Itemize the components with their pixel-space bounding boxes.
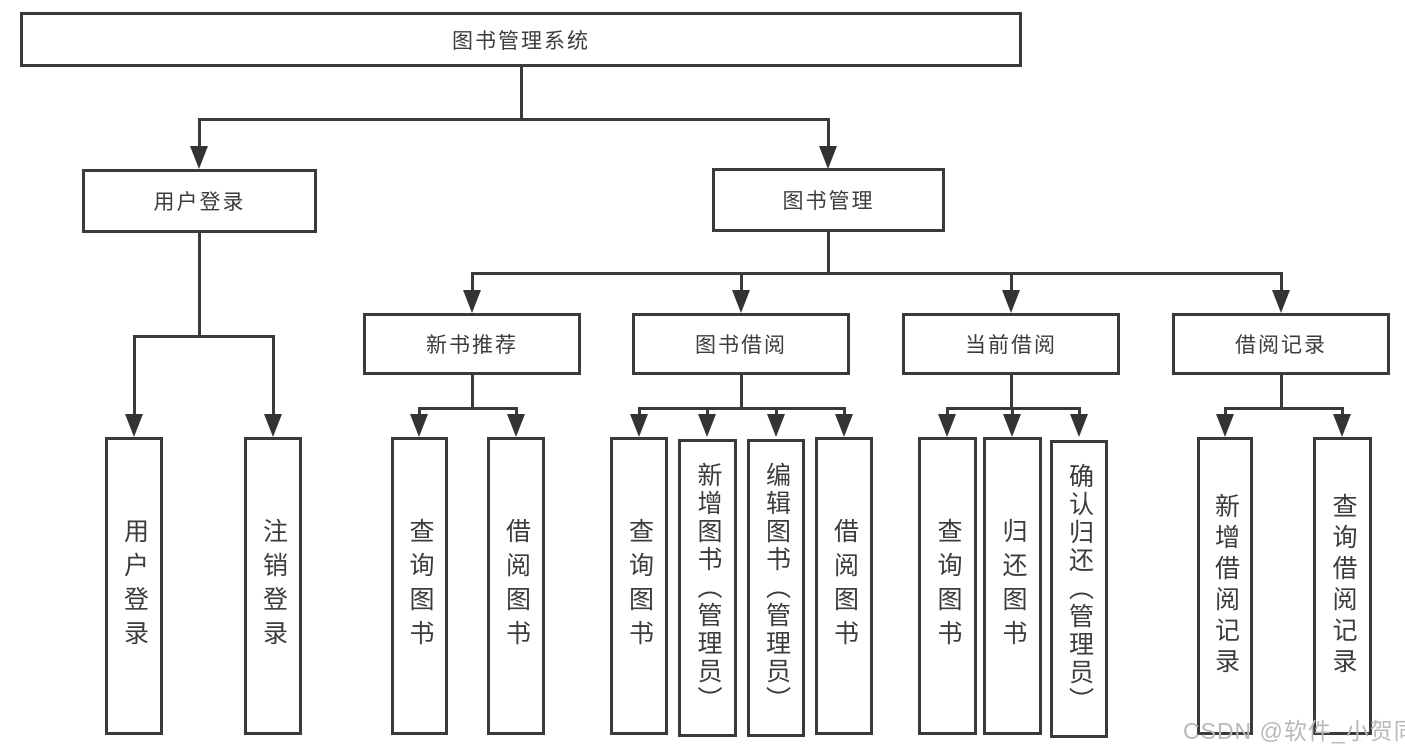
node-label-leaf-query-book-2: 查询图书: [625, 518, 654, 654]
diagram-node-leaf-borrow-book-2: 借阅图书: [815, 437, 873, 735]
diagram-node-book-mgmt: 图书管理: [712, 168, 945, 232]
node-label-leaf-edit-book: 编辑图书（管理员）: [762, 462, 791, 714]
arrowhead-down-icon: [1333, 414, 1351, 437]
edge-stem: [470, 375, 474, 410]
node-label-user-login: 用户登录: [153, 191, 246, 214]
diagram-node-leaf-borrow-book-1: 借阅图书: [487, 437, 545, 735]
node-label-leaf-borrow-book-2: 借阅图书: [830, 518, 859, 654]
edge-bar: [132, 335, 275, 338]
edge-drop: [1009, 272, 1013, 292]
edge-drop: [470, 272, 474, 292]
arrowhead-down-icon: [835, 414, 853, 437]
node-label-book-borrow: 图书借阅: [695, 334, 787, 357]
edge-stem: [1279, 375, 1283, 410]
arrowhead-down-icon: [190, 146, 208, 169]
arrowhead-down-icon: [1002, 290, 1020, 313]
edge-drop: [1279, 272, 1283, 292]
node-label-current-borrow: 当前借阅: [965, 334, 1057, 357]
node-label-leaf-logout: 注销登录: [259, 518, 288, 654]
arrowhead-down-icon: [698, 414, 716, 437]
node-label-leaf-confirm-return: 确认归还（管理员）: [1065, 463, 1094, 715]
diagram-node-root: 图书管理系统: [20, 12, 1022, 67]
diagram-node-leaf-user-login: 用户登录: [105, 437, 163, 735]
edge-bar: [470, 272, 1283, 275]
diagram-node-leaf-query-record: 查询借阅记录: [1313, 437, 1372, 735]
node-label-leaf-query-book-3: 查询图书: [934, 518, 962, 654]
edge-drop: [945, 407, 949, 416]
diagram-node-leaf-edit-book: 编辑图书（管理员）: [747, 439, 805, 737]
edge-stem: [739, 375, 743, 410]
arrowhead-down-icon: [767, 414, 785, 437]
edge-bar: [637, 407, 846, 410]
edge-drop: [826, 118, 830, 148]
node-label-leaf-user-login: 用户登录: [120, 518, 149, 654]
diagram-node-book-borrow: 图书借阅: [632, 313, 850, 375]
arrowhead-down-icon: [507, 414, 525, 437]
edge-drop: [197, 118, 201, 148]
edge-drop: [1340, 407, 1344, 416]
node-label-leaf-borrow-book-1: 借阅图书: [502, 518, 531, 654]
edge-stem: [197, 233, 201, 338]
diagram-node-leaf-query-book-1: 查询图书: [391, 437, 448, 735]
arrowhead-down-icon: [264, 414, 282, 437]
edge-bar: [417, 407, 518, 410]
edge-bar: [197, 118, 830, 121]
edge-drop: [637, 407, 641, 416]
arrowhead-down-icon: [1003, 414, 1021, 437]
diagram-node-borrow-records: 借阅记录: [1172, 313, 1390, 375]
diagram-node-leaf-return-book: 归还图书: [983, 437, 1042, 735]
arrowhead-down-icon: [630, 414, 648, 437]
diagram-node-leaf-query-book-2: 查询图书: [610, 437, 668, 735]
edge-stem: [1009, 375, 1013, 410]
edge-drop: [417, 407, 421, 416]
diagram-node-user-login: 用户登录: [82, 169, 317, 233]
node-label-leaf-query-record: 查询借阅记录: [1329, 493, 1357, 679]
edge-drop: [271, 335, 275, 416]
csdn-watermark: CSDN @软件_小贺同学: [1183, 718, 1405, 744]
node-label-borrow-records: 借阅记录: [1235, 334, 1327, 357]
arrowhead-down-icon: [1216, 414, 1234, 437]
diagram-node-leaf-logout: 注销登录: [244, 437, 302, 735]
arrowhead-down-icon: [819, 146, 837, 169]
arrowhead-down-icon: [1070, 414, 1088, 437]
node-label-leaf-return-book: 归还图书: [999, 518, 1027, 654]
node-label-leaf-add-book: 新增图书（管理员）: [694, 462, 722, 714]
edge-drop: [1077, 407, 1081, 416]
edge-drop: [739, 272, 743, 292]
diagram-node-leaf-add-book: 新增图书（管理员）: [678, 439, 737, 737]
node-label-new-book-rec: 新书推荐: [426, 334, 518, 357]
edge-drop: [1223, 407, 1227, 416]
edge-drop: [705, 407, 709, 416]
node-label-leaf-add-record: 新增借阅记录: [1211, 493, 1240, 679]
diagram-node-leaf-confirm-return: 确认归还（管理员）: [1050, 440, 1108, 738]
edge-drop: [1010, 407, 1014, 416]
arrowhead-down-icon: [938, 414, 956, 437]
diagram-node-leaf-query-book-3: 查询图书: [918, 437, 977, 735]
edge-drop: [132, 335, 136, 416]
node-label-root: 图书管理系统: [452, 29, 590, 53]
diagram-node-new-book-rec: 新书推荐: [363, 313, 581, 375]
arrowhead-down-icon: [732, 290, 750, 313]
edge-bar: [1223, 407, 1344, 410]
diagram-node-current-borrow: 当前借阅: [902, 313, 1120, 375]
arrowhead-down-icon: [410, 414, 428, 437]
diagram-node-leaf-add-record: 新增借阅记录: [1197, 437, 1253, 735]
arrowhead-down-icon: [463, 290, 481, 313]
edge-drop: [514, 407, 518, 416]
edge-stem: [826, 232, 830, 275]
edge-drop: [842, 407, 846, 416]
arrowhead-down-icon: [1272, 290, 1290, 313]
node-label-leaf-query-book-1: 查询图书: [406, 518, 434, 654]
edge-drop: [774, 407, 778, 416]
edge-stem: [519, 67, 523, 121]
arrowhead-down-icon: [125, 414, 143, 437]
node-label-book-mgmt: 图书管理: [782, 190, 875, 213]
